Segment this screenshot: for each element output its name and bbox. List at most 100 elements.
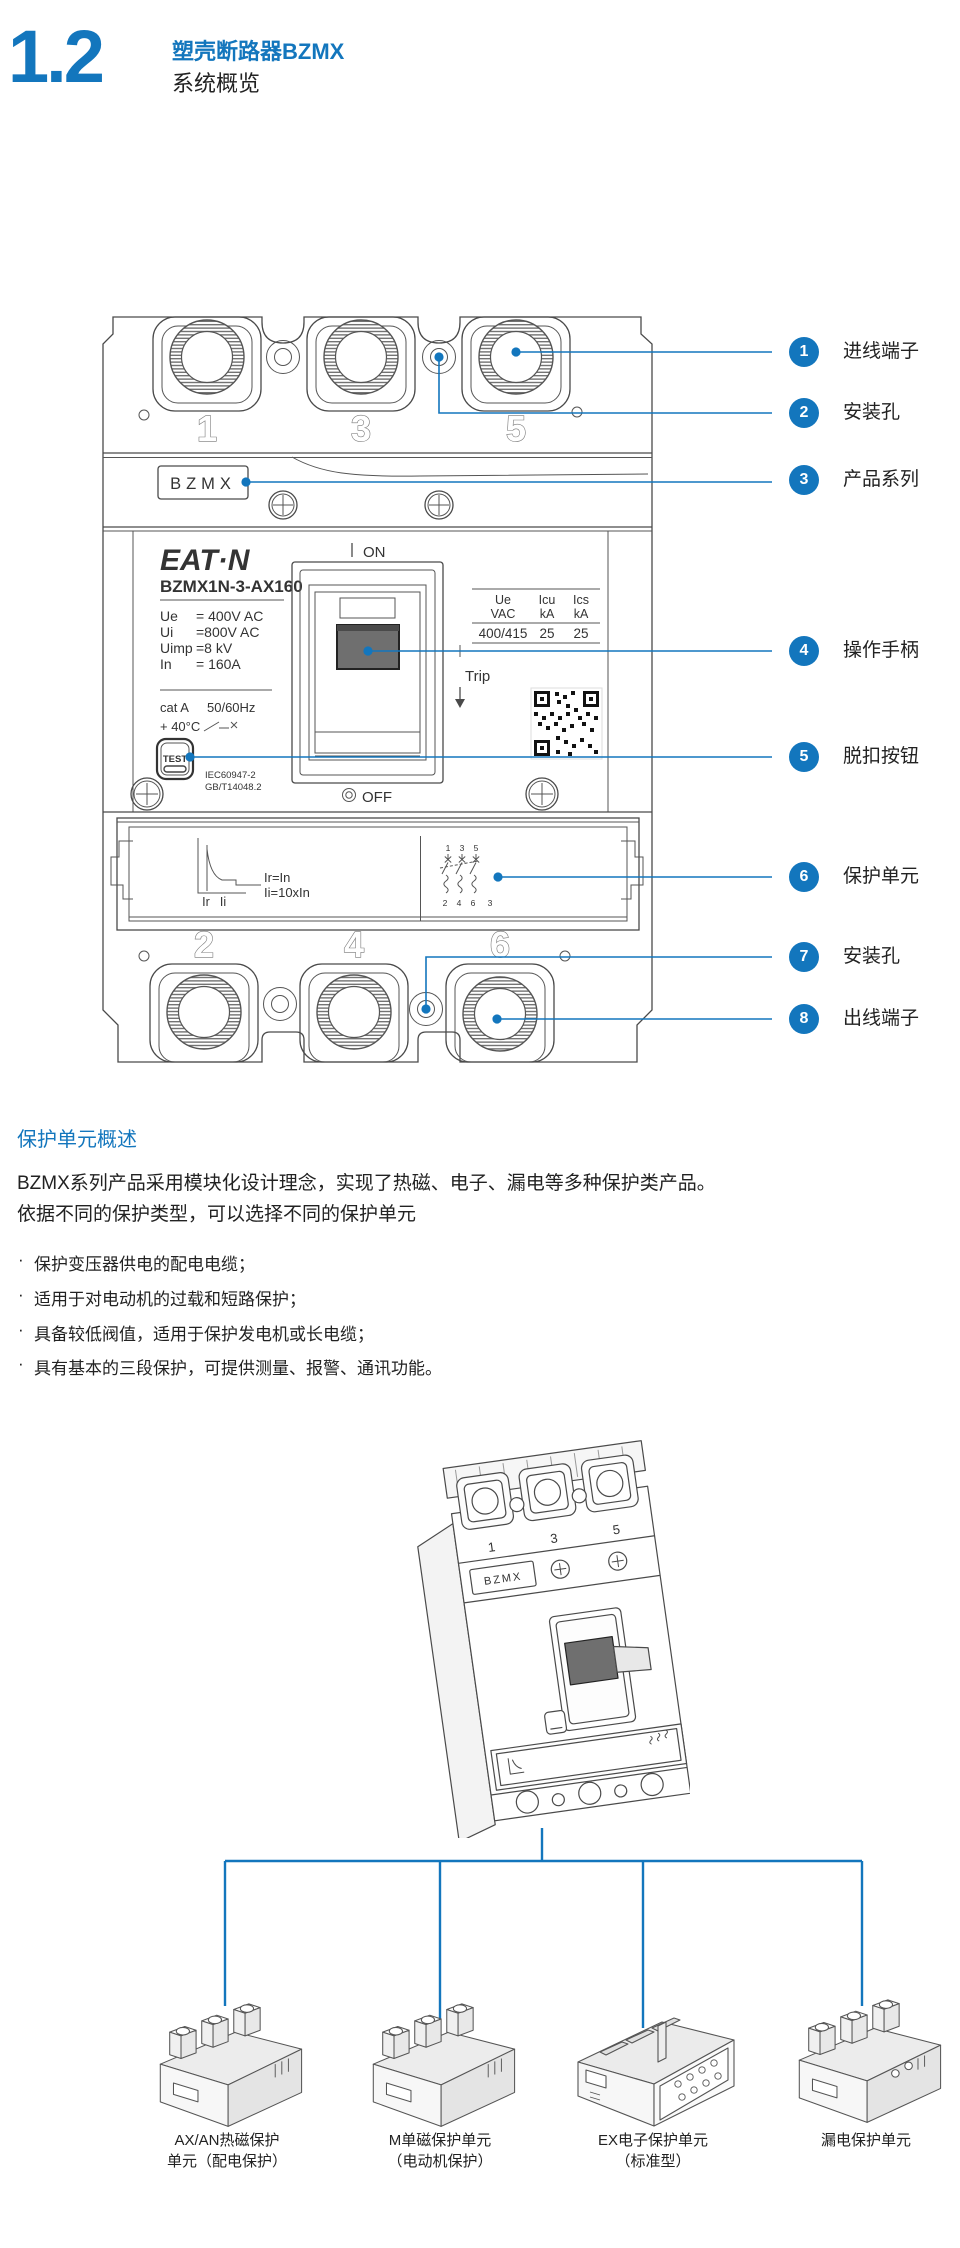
svg-text:Ir: Ir: [202, 895, 210, 909]
svg-text:= 400V AC: = 400V AC: [196, 608, 263, 624]
bullet-text: 适用于对电动机的过载和短路保护；: [34, 1290, 306, 1309]
unit-label-thermal-magnetic: AX/AN热磁保护 单元（配电保护）: [112, 2130, 342, 2172]
svg-text:Ii: Ii: [220, 895, 226, 909]
unit-image-electronic: [577, 2017, 735, 2127]
svg-text:=8 kV: =8 kV: [196, 640, 233, 656]
spec-lines: Ue= 400V AC Ui=800V AC Uimp=8 kV In= 160…: [160, 608, 263, 672]
page-subtitle: 系统概览: [172, 71, 261, 96]
family-tree-diagram: [223, 1828, 864, 2028]
callout-badge-3: 3: [789, 465, 819, 495]
unit-label-line: 单元（配电保护）: [166, 2153, 287, 2170]
callout-label-6: 保护单元: [843, 866, 920, 887]
svg-text:kA: kA: [574, 607, 589, 621]
bullet-text: 保护变压器供电的配电电缆；: [34, 1255, 255, 1274]
unit-label-electronic: EX电子保护单元 （标准型）: [538, 2130, 768, 2172]
overview-paragraph-line: 依据不同的保护类型，可以选择不同的保护单元: [17, 1204, 417, 1225]
page-title: 塑壳断路器BZMX: [172, 39, 345, 64]
bullet-item: · 具有基本的三段保护，可提供测量、报警、通讯功能。: [18, 1354, 442, 1379]
callout-badge-5: 5: [789, 742, 819, 772]
svg-text:In: In: [160, 656, 172, 672]
svg-text:Ue: Ue: [160, 608, 178, 624]
callout-leader-lines: [190, 351, 772, 1020]
svg-text:TEST: TEST: [163, 754, 187, 765]
curve-setting: Ir=In: [264, 870, 290, 885]
iso-terminals: [456, 1454, 639, 1530]
pole-number: 4: [344, 924, 364, 965]
protection-unit-window: Ir Ii Ir=In Ii=10xIn 1 3 5 2 4 6: [110, 817, 644, 931]
face-screws: [130, 777, 559, 811]
callout-label-3: 产品系列: [843, 469, 920, 490]
callout-label-1: 进线端子: [843, 341, 920, 362]
bullet-text: 具备较低阀值，适用于保护发电机或长电缆；: [34, 1325, 374, 1344]
pole-number: 5: [506, 408, 526, 449]
left-clip: [110, 840, 133, 900]
svg-text:Ics: Ics: [573, 593, 589, 607]
callout-badge-2: 2: [789, 398, 819, 428]
series-label-text: BZMX: [170, 475, 236, 493]
cover-screws: [268, 490, 454, 520]
section-number: 1.2: [8, 15, 105, 98]
svg-text:400/415: 400/415: [479, 626, 528, 641]
brand-logo: EAT·N: [160, 544, 251, 577]
callout-badge-6: 6: [789, 862, 819, 892]
bullet-marker: ·: [18, 1285, 24, 1304]
unit-image-thermal-magnetic: [159, 2003, 303, 2127]
overview-paragraph-line: BZMX系列产品采用模块化设计理念，实现了热磁、电子、漏电等多种保护类产品。: [17, 1173, 716, 1194]
bullet-marker: ·: [18, 1250, 24, 1269]
callout-badge-7: 7: [789, 942, 819, 972]
circuit-symbol: 1 3 5 2 4 6 3: [439, 843, 493, 908]
callout-label-8: 出线端子: [843, 1008, 920, 1029]
svg-text:3: 3: [488, 898, 493, 908]
standard-text: GB/T14048.2: [205, 782, 262, 793]
svg-text:2: 2: [443, 898, 448, 908]
unit-label-line: EX电子保护单元: [597, 2132, 708, 2149]
outgoing-terminals: [149, 963, 555, 1063]
curve-setting: Ii=10xIn: [264, 885, 310, 900]
svg-text:kA: kA: [540, 607, 555, 621]
on-label: ON: [363, 544, 386, 561]
operating-handle: [291, 561, 444, 784]
qr-code: [530, 687, 603, 760]
svg-text:1: 1: [487, 1539, 496, 1555]
bullet-item: · 适用于对电动机的过载和短路保护；: [18, 1285, 306, 1310]
bullet-text: 具有基本的三段保护，可提供测量、报警、通讯功能。: [34, 1359, 442, 1378]
svg-text:25: 25: [573, 626, 588, 641]
pole-number: 3: [351, 408, 371, 449]
svg-text:Uimp: Uimp: [160, 640, 193, 656]
svg-text:5: 5: [474, 843, 479, 853]
category-text: cat A: [160, 700, 189, 715]
case-outline: [102, 316, 653, 1063]
unit-label-single-magnetic: M单磁保护单元 （电动机保护）: [325, 2130, 555, 2172]
callout-label-4: 操作手柄: [843, 640, 920, 661]
frequency-text: 50/60Hz: [207, 700, 255, 715]
off-label: OFF: [362, 789, 392, 806]
unit-label-line: M单磁保护单元: [388, 2132, 492, 2149]
svg-text:VAC: VAC: [491, 607, 516, 621]
incoming-terminals: [152, 316, 571, 412]
svg-text:4: 4: [457, 898, 462, 908]
bullet-marker: ·: [18, 1320, 24, 1339]
trip-arrow: [455, 687, 465, 708]
callout-badge-4: 4: [789, 636, 819, 666]
svg-text:3: 3: [460, 843, 465, 853]
test-button: TEST: [155, 737, 195, 781]
overview-heading: 保护单元概述: [17, 1129, 137, 1151]
trip-curve-axes: [197, 838, 246, 894]
unit-image-single-magnetic: [372, 2003, 516, 2127]
svg-text:Ui: Ui: [160, 624, 173, 640]
trip-curve: [206, 848, 261, 886]
pole-number: 1: [197, 408, 217, 449]
callout-badge-1: 1: [789, 337, 819, 367]
unit-label-line: （标准型）: [615, 2153, 691, 2170]
temperature-text: + 40°C: [160, 719, 200, 734]
callout-label-5: 脱扣按钮: [843, 746, 920, 767]
unit-image-residual-current: [798, 1999, 942, 2123]
bullet-item: · 保护变压器供电的配电电缆；: [18, 1250, 255, 1275]
svg-text:25: 25: [539, 626, 554, 641]
callout-label-7: 安装孔: [843, 946, 901, 967]
unit-label-line: 漏电保护单元: [820, 2132, 911, 2149]
breaker-isometric-figure: 1 3 5 BZMX: [417, 1440, 690, 1838]
svg-text:Icu: Icu: [539, 593, 556, 607]
